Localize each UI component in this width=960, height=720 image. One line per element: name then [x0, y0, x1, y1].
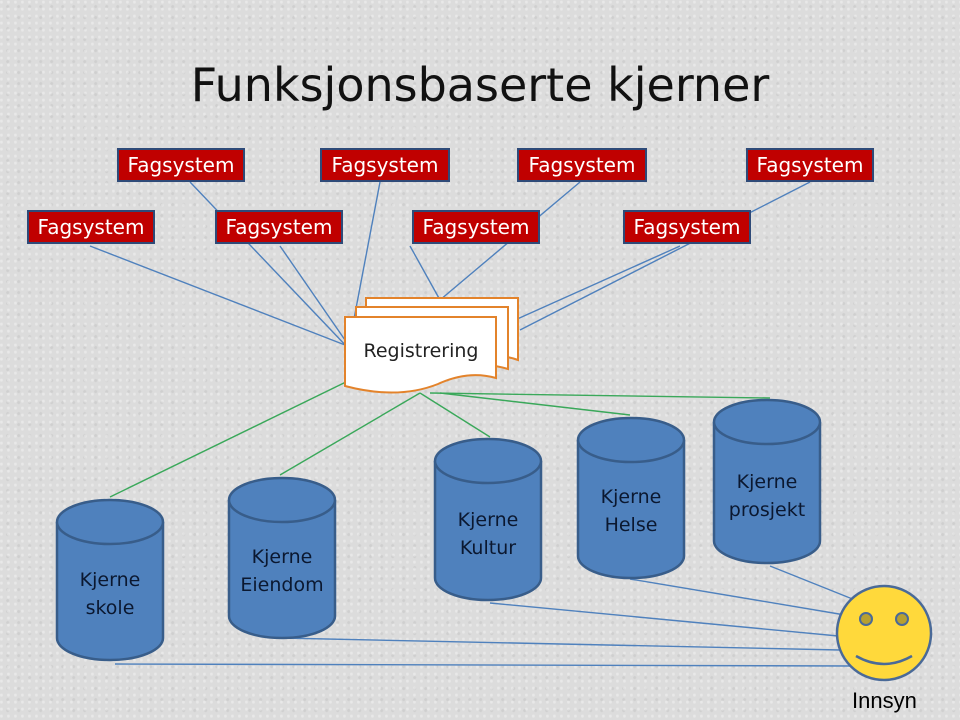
core-label-line: Kjerne — [457, 509, 519, 531]
core-label-line: skole — [85, 597, 135, 619]
smiley-face-icon — [835, 584, 933, 682]
fagsystem-box: Fagsystem — [320, 148, 450, 182]
core-label-line: Helse — [604, 514, 658, 536]
link-fag-bot-2 — [279, 245, 346, 341]
cylinder-skole — [55, 498, 165, 662]
fagsystem-box: Fagsystem — [746, 148, 874, 182]
link-innsyn-skole — [114, 663, 856, 667]
core-label-line: Eiendom — [240, 574, 324, 596]
link-fag-top-4 — [519, 181, 811, 331]
core-label-skole: Kjerne skole — [57, 566, 163, 622]
link-innsyn-helse — [629, 578, 846, 616]
link-innsyn-eiendom — [279, 637, 841, 651]
core-label-line: Kultur — [459, 537, 517, 559]
link-reg-eiendom — [279, 392, 421, 476]
core-label-prosjekt: Kjerne prosjekt — [714, 468, 820, 524]
core-label-eiendom: Kjerne Eiendom — [229, 543, 335, 599]
core-label-line: Kjerne — [736, 471, 798, 493]
link-fag-bot-3 — [409, 245, 441, 301]
innsyn-label: Innsyn — [852, 688, 917, 713]
core-label-kultur: Kjerne Kultur — [435, 506, 541, 562]
core-label-helse: Kjerne Helse — [578, 483, 684, 539]
core-label-line: Kjerne — [79, 569, 141, 591]
registrering-document — [344, 297, 519, 394]
link-innsyn-prosjekt — [769, 565, 856, 601]
link-reg-helse — [439, 392, 631, 416]
page-title: Funksjonsbaserte kjerner — [190, 58, 770, 112]
link-fag-bot-4 — [514, 245, 681, 321]
cylinder-prosjekt — [712, 398, 822, 565]
fagsystem-box: Fagsystem — [27, 210, 155, 244]
registrering-label: Registrering — [363, 340, 479, 362]
cylinder-eiendom — [227, 476, 337, 640]
link-fag-bot-1 — [89, 245, 346, 346]
fagsystem-box: Fagsystem — [117, 148, 245, 182]
cylinder-kultur — [433, 437, 543, 602]
core-label-line: prosjekt — [728, 499, 806, 521]
link-reg-kultur — [419, 392, 491, 438]
fagsystem-box: Fagsystem — [215, 210, 343, 244]
core-label-line: Kjerne — [251, 546, 313, 568]
core-label-line: Kjerne — [600, 486, 662, 508]
link-innsyn-kultur — [489, 602, 839, 637]
link-fag-top-1 — [189, 181, 351, 351]
fagsystem-box: Fagsystem — [517, 148, 647, 182]
link-reg-skole — [109, 379, 351, 498]
cylinder-helse — [576, 416, 686, 580]
fagsystem-box: Fagsystem — [412, 210, 540, 244]
fagsystem-box: Fagsystem — [623, 210, 751, 244]
link-reg-prosjekt — [429, 392, 771, 399]
